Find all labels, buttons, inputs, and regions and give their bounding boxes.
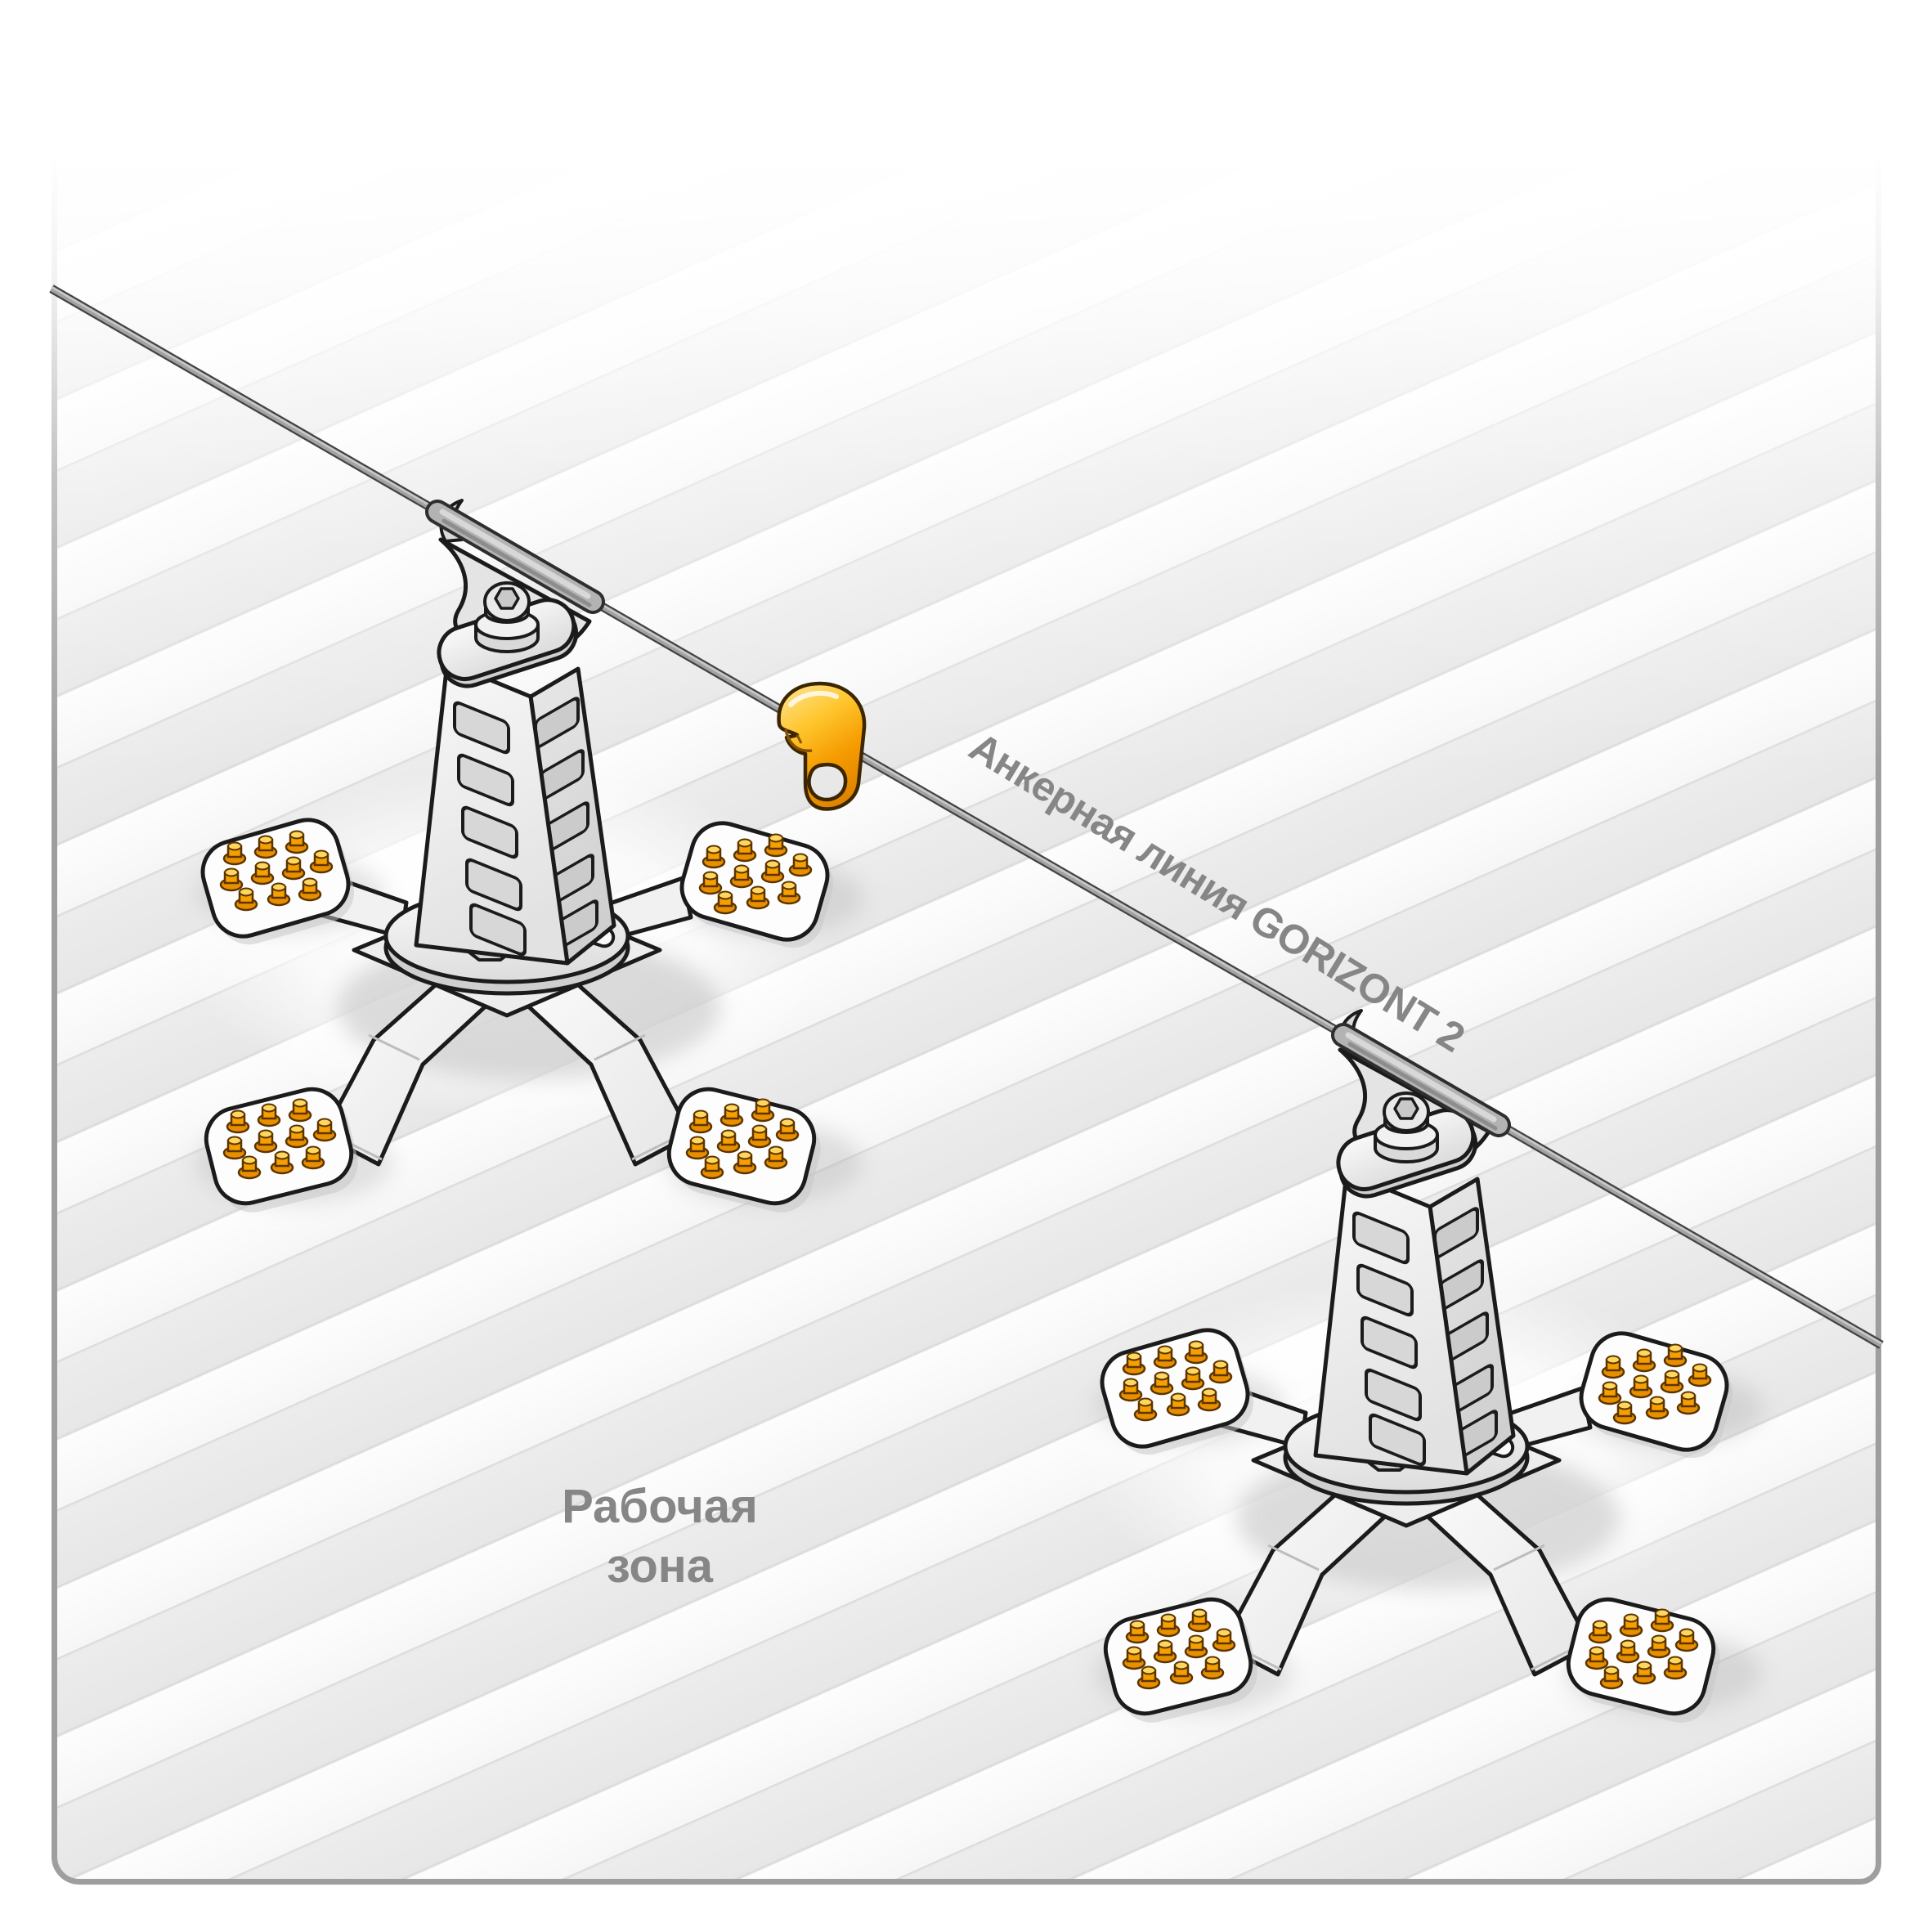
work-zone-label-line2: зона [606,1540,714,1593]
anchor-post-right [1079,1011,1764,1729]
cable-swage-sleeve-left [425,500,605,614]
work-zone-label: Рабочая зона [496,1477,823,1596]
anchor-line-cable [49,285,1884,1349]
work-zone-label-line1: Рабочая [562,1480,758,1533]
roof-top-fade [0,0,1932,777]
cable-shuttle [777,681,867,811]
cable-swage-sleeve-right [1331,1023,1511,1137]
shuttle-highlight [788,690,839,707]
anchor-post-left [180,500,864,1219]
shuttle-body [777,681,867,811]
